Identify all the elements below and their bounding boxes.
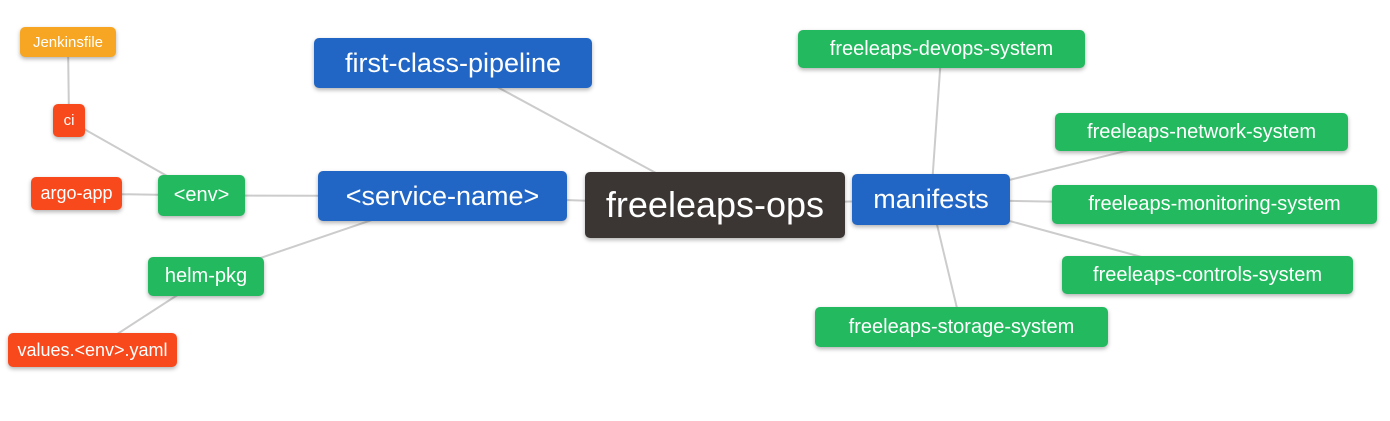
node-jenkinsfile[interactable]: Jenkinsfile [20,27,116,57]
node-helm-pkg[interactable]: helm-pkg [148,257,264,296]
node-manifests[interactable]: manifests [852,174,1010,225]
node-storage-system[interactable]: freeleaps-storage-system [815,307,1108,347]
node-ci[interactable]: ci [53,104,85,137]
node-argo-app[interactable]: argo-app [31,177,122,210]
node-devops-system[interactable]: freeleaps-devops-system [798,30,1085,68]
node-env[interactable]: <env> [158,175,245,216]
node-network-system[interactable]: freeleaps-network-system [1055,113,1348,151]
node-freeleaps-ops[interactable]: freeleaps-ops [585,172,845,238]
node-controls-system[interactable]: freeleaps-controls-system [1062,256,1353,294]
node-first-class-pipeline[interactable]: first-class-pipeline [314,38,592,88]
node-monitoring-system[interactable]: freeleaps-monitoring-system [1052,185,1377,224]
node-service-name[interactable]: <service-name> [318,171,567,221]
node-values-env-yaml[interactable]: values.<env>.yaml [8,333,177,367]
